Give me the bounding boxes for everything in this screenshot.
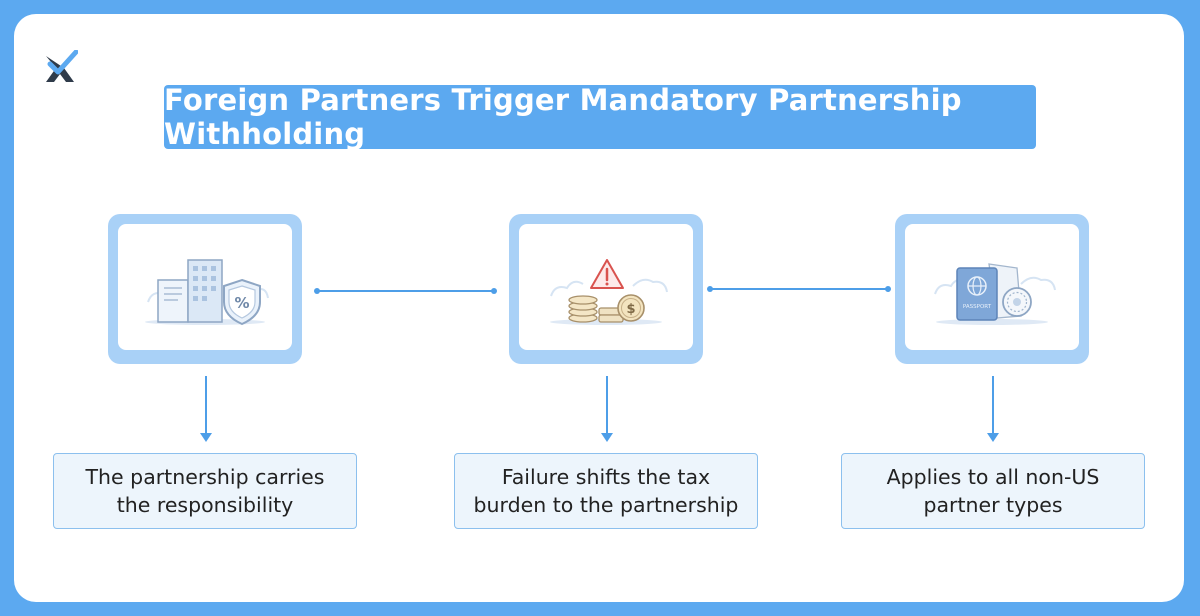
arrow-3-head [987, 433, 999, 442]
step-3-label-box: Applies to all non-US partner types [841, 453, 1145, 529]
coins-warning-icon: $ [550, 259, 668, 325]
step-3-icon-frame: PASSPORT [895, 214, 1089, 364]
arrow-3-line [992, 376, 994, 433]
passport-globe-icon: PASSPORT [934, 263, 1056, 325]
logo-icon [46, 50, 78, 82]
page-title: Foreign Partners Trigger Mandatory Partn… [164, 83, 962, 151]
arrow-2-line [606, 376, 608, 433]
connector-dot [491, 288, 497, 294]
step-2-icon-panel: $ [519, 224, 693, 350]
connector-dot [885, 286, 891, 292]
svg-text:%: % [234, 294, 249, 312]
connector-2-3 [707, 286, 891, 292]
step-3-label: Applies to all non-US partner types [886, 465, 1100, 517]
step-2-label: Failure shifts the tax burden to the par… [473, 465, 739, 517]
arrow-1-line [205, 376, 207, 433]
connector-1-2 [314, 288, 497, 294]
step-1-label-box: The partnership carries the responsibili… [53, 453, 357, 529]
arrow-1-head [200, 433, 212, 442]
step-1-icon-frame: % [108, 214, 302, 364]
arrow-2-head [601, 433, 613, 442]
step-1-icon-panel: % [118, 224, 292, 350]
svg-text:$: $ [626, 302, 635, 317]
step-3-icon-panel: PASSPORT [905, 224, 1079, 350]
building-shield-percent-icon: % [145, 259, 269, 326]
svg-text:PASSPORT: PASSPORT [963, 304, 992, 310]
step-1-label: The partnership carries the responsibili… [85, 465, 325, 517]
connector-dot [314, 288, 320, 294]
step-2-icon-frame: $ [509, 214, 703, 364]
title-banner: Foreign Partners Trigger Mandatory Partn… [164, 83, 1036, 151]
connector-dot [707, 286, 713, 292]
step-2-label-box: Failure shifts the tax burden to the par… [454, 453, 758, 529]
